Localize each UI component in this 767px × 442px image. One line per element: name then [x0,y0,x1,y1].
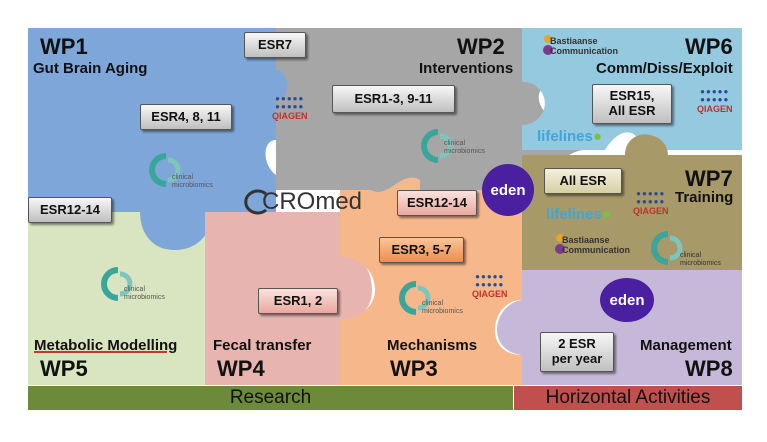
clinical-line1: clinical [444,140,466,147]
clinical-microbiomics-text: clinical microbiomics [680,252,721,268]
qiagen-wordmark: QIAGEN [272,111,308,121]
bastiaanse-dots-icon [555,234,565,254]
qiagen-dots-icon: ●●●●●●●●●● [636,189,666,206]
wp5-title: WP5 [40,356,88,381]
esr15-all-esr-box: ESR15, All ESR [592,84,672,124]
esr1-2-box: ESR1, 2 [258,288,338,314]
clinical-line2: microbiomics [422,308,463,315]
wp5-subtitle: Metabolic Modelling [34,337,178,354]
clinical-line2: microbiomics [444,148,485,155]
qiagen-wordmark: QIAGEN [472,289,508,299]
clinical-microbiomics-text: clinical microbiomics [124,286,165,302]
esr7-box: ESR7 [244,32,306,58]
bastiaanse-text: Bastiaanse Communication [562,235,630,255]
esr4-8-11-box: ESR4, 8, 11 [140,104,232,130]
eden-wordmark: eden [490,181,526,199]
qiagen-dots-icon: ●●●●●●●●●● [275,94,305,111]
bastiaanse-line1: Bastiaanse [550,36,598,46]
clinical-microbiomics-text: clinical microbiomics [422,300,463,316]
wp3-piece [340,177,522,385]
clinical-line1: clinical [680,252,702,259]
wp2-subtitle: Interventions [419,60,514,77]
wp8-title: WP8 [685,356,733,381]
clinical-line1: clinical [124,286,146,293]
esr1-3-9-11-box: ESR1-3, 9-11 [332,85,455,113]
clinical-microbiomics-icon [421,129,453,163]
esr2-line1: 2 ESR [558,336,596,352]
clinical-microbiomics-icon [101,267,133,301]
qiagen-logo-wp1: ●●●●●●●●●● QIAGEN [272,94,308,122]
clinical-microbiomics-icon [651,231,683,265]
wp5-piece [28,212,212,385]
cromed-arc-icon [244,189,267,215]
all-esr-box: All ESR [544,168,622,194]
wp7-title: WP7 [685,166,733,191]
lifelines-logo-wp7: lifelines● [546,206,611,223]
esr12-14-mid-box: ESR12-14 [397,190,477,216]
esr3-5-7-box: ESR3, 5-7 [379,237,464,263]
lifelines-dot-icon: ● [592,128,602,145]
clinical-line1: clinical [422,300,444,307]
esr15-line1: ESR15, [609,88,655,104]
clinical-microbiomics-text: clinical microbiomics [444,140,485,156]
wp7-subtitle: Training [675,189,734,206]
eden-logo-wp3: eden [482,164,534,216]
lifelines-dot-icon: ● [601,206,611,223]
clinical-line2: microbiomics [124,294,165,301]
qiagen-dots-icon: ●●●●●●●●●● [475,272,505,289]
bastiaanse-dots-icon [543,35,553,55]
wp2-title: WP2 [457,34,505,59]
wp4-subtitle: Fecal transfer [213,337,312,354]
eden-logo-wp8: eden [600,278,654,322]
lifelines-logo-wp6: lifelines● [537,128,602,145]
clinical-line1: clinical [172,174,194,181]
wp1-title: WP1 [40,34,88,59]
wp1-piece [28,28,288,250]
research-bar: Research [28,386,513,410]
esr-2-per-year-box: 2 ESR per year [540,332,614,372]
wp1-subtitle: Gut Brain Aging [33,60,148,77]
wp4-title: WP4 [217,356,265,381]
wp6-title: WP6 [685,34,733,59]
esr15-line2: All ESR [608,103,656,118]
wp3-title: WP3 [390,356,438,381]
eden-wordmark: eden [609,291,645,309]
qiagen-logo-wp3: ●●●●●●●●●● QIAGEN [472,272,508,300]
bastiaanse-text: Bastiaanse Communication [550,36,618,56]
qiagen-wordmark: QIAGEN [633,206,669,216]
qiagen-wordmark: QIAGEN [697,104,733,114]
bastiaanse-line2: Communication [562,245,631,255]
qiagen-logo-wp7: ●●●●●●●●●● QIAGEN [633,189,669,217]
qiagen-dots-icon: ●●●●●●●●●● [700,87,730,104]
clinical-microbiomics-text: clinical microbiomics [172,174,213,190]
cromed-wordmark: CROmed [262,188,363,215]
bastiaanse-line1: Bastiaanse [562,235,610,245]
clinical-line2: microbiomics [172,182,213,189]
clinical-line2: microbiomics [680,260,721,267]
lifelines-wordmark: lifelines [537,128,593,145]
esr12-14-left-box: ESR12-14 [28,197,112,223]
wp3-subtitle: Mechanisms [387,337,478,354]
lifelines-wordmark: lifelines [546,206,602,223]
wp6-subtitle: Comm/Diss/Exploit [596,60,733,77]
bastiaanse-line2: Communication [550,46,619,56]
clinical-microbiomics-icon [149,153,181,187]
clinical-microbiomics-icon [399,281,431,315]
qiagen-logo-wp6: ●●●●●●●●●● QIAGEN [697,87,733,115]
esr2-line2: per year [551,351,603,366]
horizontal-activities-bar: Horizontal Activities [514,386,742,410]
wp8-subtitle: Management [640,337,732,354]
